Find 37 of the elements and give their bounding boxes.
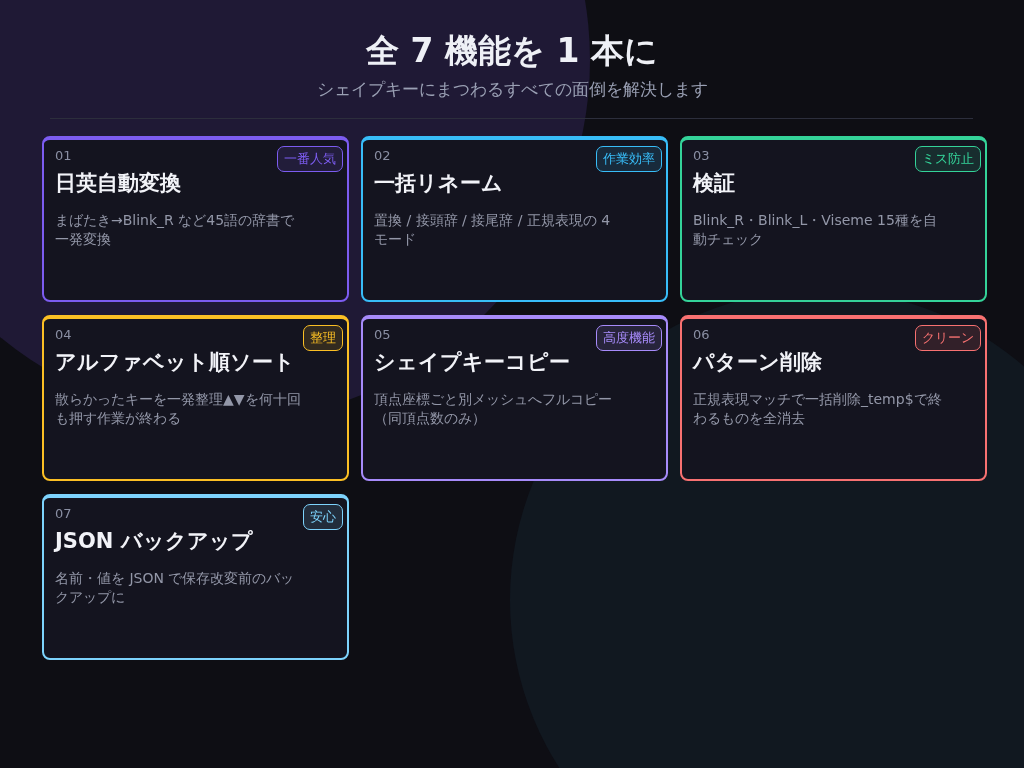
feature-card [42, 494, 349, 660]
tag-badge: クリーン [915, 325, 981, 351]
card-heading: アルファベット順ソート [55, 348, 295, 376]
tag-badge: 整理 [303, 325, 343, 351]
card-number: 04 [55, 326, 72, 344]
feature-card [42, 315, 349, 481]
feature-card [361, 315, 668, 481]
card-number: 05 [374, 326, 391, 344]
feature-card [42, 136, 349, 302]
card-number: 06 [693, 326, 710, 344]
card-number: 01 [55, 147, 72, 165]
feature-card [680, 315, 987, 481]
subtitle: シェイプキーにまつわるすべての面倒を解決します [316, 78, 708, 101]
card-description: 頂点座標ごと別メッシュへフルコピー（同頂点数のみ） [374, 390, 613, 428]
card-heading: 一括リネーム [374, 169, 503, 197]
card-number: 03 [693, 147, 710, 165]
feature-card [680, 136, 987, 302]
card-number: 07 [55, 505, 72, 523]
card-description: まばたき→Blink_R など45語の辞書で一発変換 [55, 211, 296, 249]
card-heading: 検証 [693, 169, 735, 197]
card-description: 置換 / 接頭辞 / 接尾辞 / 正規表現の 4 モード [374, 211, 612, 249]
tag-badge: 高度機能 [596, 325, 662, 351]
card-heading: 日英自動変換 [55, 169, 181, 197]
card-heading: JSON バックアップ [55, 527, 253, 555]
card-heading: シェイプキーコピー [374, 348, 570, 376]
feature-card [361, 136, 668, 302]
tag-badge: ミス防止 [915, 146, 981, 172]
card-description: 正規表現マッチで一括削除_temp$で終わるものを全消去 [693, 390, 943, 428]
card-description: 名前・値を JSON で保存改変前のバックアップに [55, 569, 296, 607]
card-description: 散らかったキーを一発整理▲▼を何十回も押す作業が終わる [55, 390, 302, 428]
tag-badge: 一番人気 [277, 146, 343, 172]
tag-badge: 作業効率 [596, 146, 662, 172]
card-heading: パターン削除 [693, 348, 822, 376]
card-description: Blink_R・Blink_L・Viseme 15種を自動チェック [693, 211, 938, 249]
title: 全 7 機能を 1 本に [366, 30, 658, 72]
card-number: 02 [374, 147, 391, 165]
tag-badge: 安心 [303, 504, 343, 530]
